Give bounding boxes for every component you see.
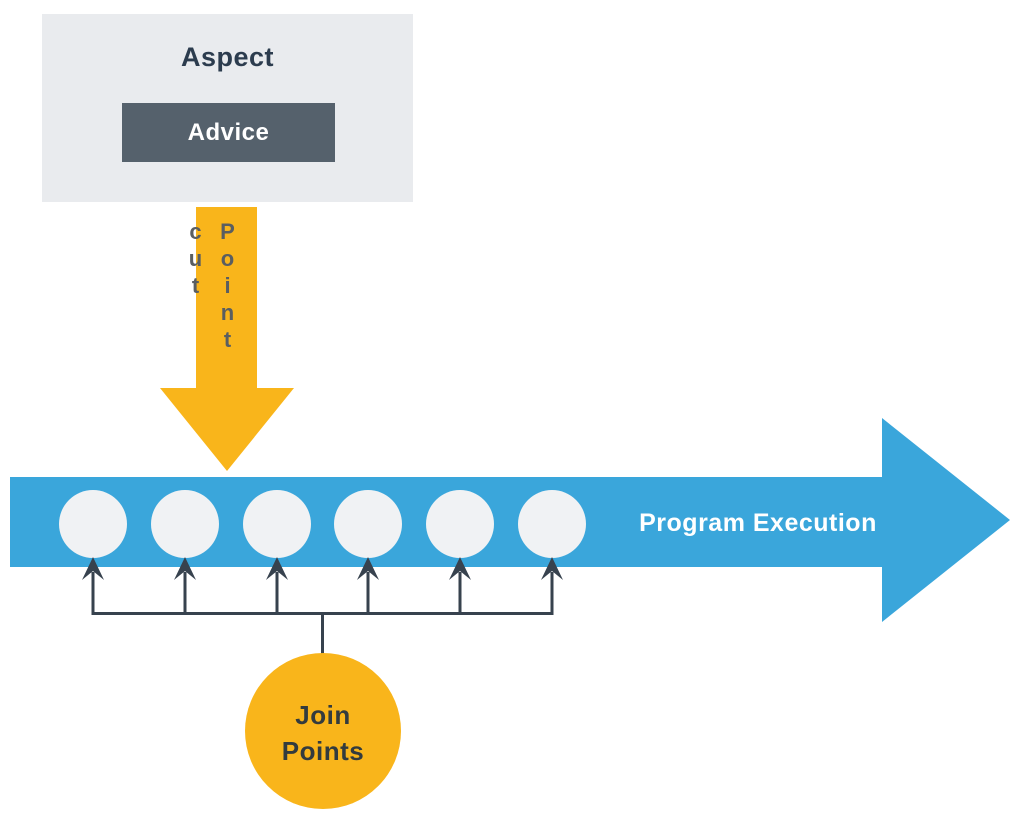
join-points-label: Join Points: [253, 697, 393, 769]
join-point-circle: [334, 490, 402, 558]
join-points-bubble: [245, 653, 401, 809]
program-execution-label: Program Execution: [639, 509, 877, 537]
up-arrowhead-icon: [266, 557, 288, 580]
join-point-circle: [518, 490, 586, 558]
aspect-box: Aspect Advice: [42, 14, 413, 202]
join-points-label-line1: Join: [295, 700, 351, 730]
up-arrowhead-icon: [541, 557, 563, 580]
up-arrowhead-icon: [357, 557, 379, 580]
join-point-circle: [59, 490, 127, 558]
up-arrowhead-icon: [174, 557, 196, 580]
pointcut-arrow-down-icon: [160, 207, 294, 471]
program-execution-arrow-icon: [10, 418, 1010, 622]
connector-bracket-line: [91, 572, 554, 615]
join-point-circle: [243, 490, 311, 558]
join-point-circle: [426, 490, 494, 558]
pointcut-label: Point cut: [183, 219, 240, 354]
up-arrowhead-icon: [82, 557, 104, 580]
join-point-circle: [151, 490, 219, 558]
up-arrowhead-icon: [449, 557, 471, 580]
aspect-title: Aspect: [180, 42, 275, 72]
join-points-label-line2: Points: [281, 736, 365, 766]
advice-box: Advice: [122, 103, 335, 162]
advice-label: Advice: [187, 118, 270, 146]
